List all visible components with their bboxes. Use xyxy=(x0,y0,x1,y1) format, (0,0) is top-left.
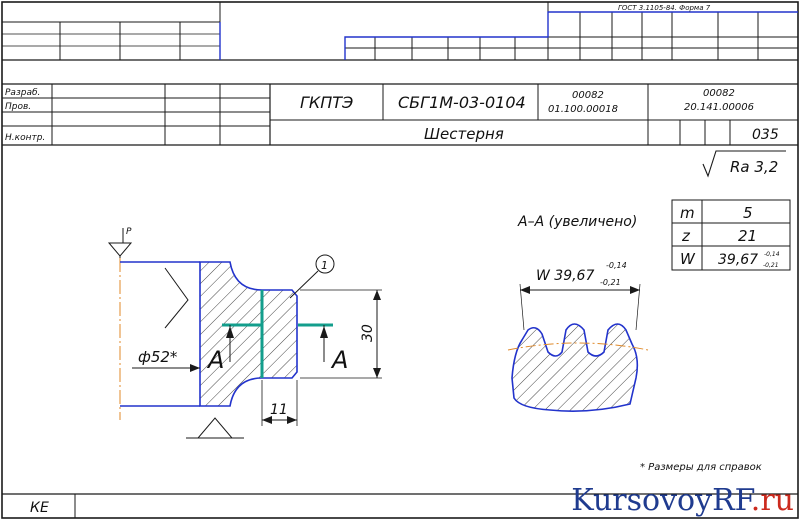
row-label-checker: Пров. xyxy=(5,102,31,112)
roughness-symbol xyxy=(702,150,786,178)
width-dim: 11 xyxy=(270,402,288,418)
callout-number: 1 xyxy=(321,259,328,272)
param-m-value: 5 xyxy=(743,204,753,222)
watermark-text: KursovoyRF xyxy=(571,483,751,518)
code-a-line1: 00082 xyxy=(572,90,604,101)
section-title: А–А (увеличено) xyxy=(517,214,637,230)
title-block-grid xyxy=(2,83,798,146)
param-m-symbol: m xyxy=(680,204,695,222)
document-code: СБГ1М-03-0104 xyxy=(398,93,526,112)
param-w-lower: -0,21 xyxy=(763,262,779,269)
tooth-section xyxy=(511,323,639,412)
code-b-line1: 00082 xyxy=(703,88,735,99)
form-label: ГОСТ 3.1105-84. Форма 7 xyxy=(618,4,711,12)
code-a-line2: 01.100.00018 xyxy=(548,104,618,115)
gear-section xyxy=(199,261,298,407)
callout-bubble xyxy=(315,254,335,274)
header-accent-line xyxy=(219,11,798,60)
params-table-grid xyxy=(671,199,791,271)
watermark-logo: KursovoyRF.ru xyxy=(571,483,794,518)
w-dim-upper: -0,14 xyxy=(606,261,627,270)
diameter-dim: ф52* xyxy=(138,348,178,366)
section-mark-left: A xyxy=(206,346,224,374)
w-dim-label: W 39,67 xyxy=(536,268,594,284)
param-w-value: 39,67 xyxy=(718,252,758,268)
w-dim-lower: -0,21 xyxy=(600,278,621,287)
footer-code: КЕ xyxy=(30,500,49,516)
v-marker xyxy=(164,267,189,329)
param-w-upper: -0,14 xyxy=(764,251,780,258)
bottom-support xyxy=(196,417,234,439)
organization: ГКПТЭ xyxy=(300,93,353,112)
support-triangle xyxy=(107,242,133,257)
code-b-line2: 20.141.00006 xyxy=(684,102,754,113)
height-dim: 30 xyxy=(360,324,376,342)
section-arrow-left xyxy=(226,326,234,338)
roughness-value: Ra 3,2 xyxy=(730,158,778,176)
watermark-domain: .ru xyxy=(750,483,794,518)
reference-note: * Размеры для справок xyxy=(640,462,762,473)
row-label-developer: Разраб. xyxy=(5,88,40,98)
section-mark-right: A xyxy=(330,346,348,374)
operation-number: 035 xyxy=(752,127,779,143)
part-name: Шестерня xyxy=(424,125,504,143)
section-arrow-right xyxy=(320,326,328,338)
row-label-norm-control: Н.контр. xyxy=(5,133,45,143)
param-w-symbol: W xyxy=(680,250,696,268)
support-label: P xyxy=(126,227,132,237)
param-z-value: 21 xyxy=(738,227,757,245)
param-z-symbol: z xyxy=(681,227,691,245)
